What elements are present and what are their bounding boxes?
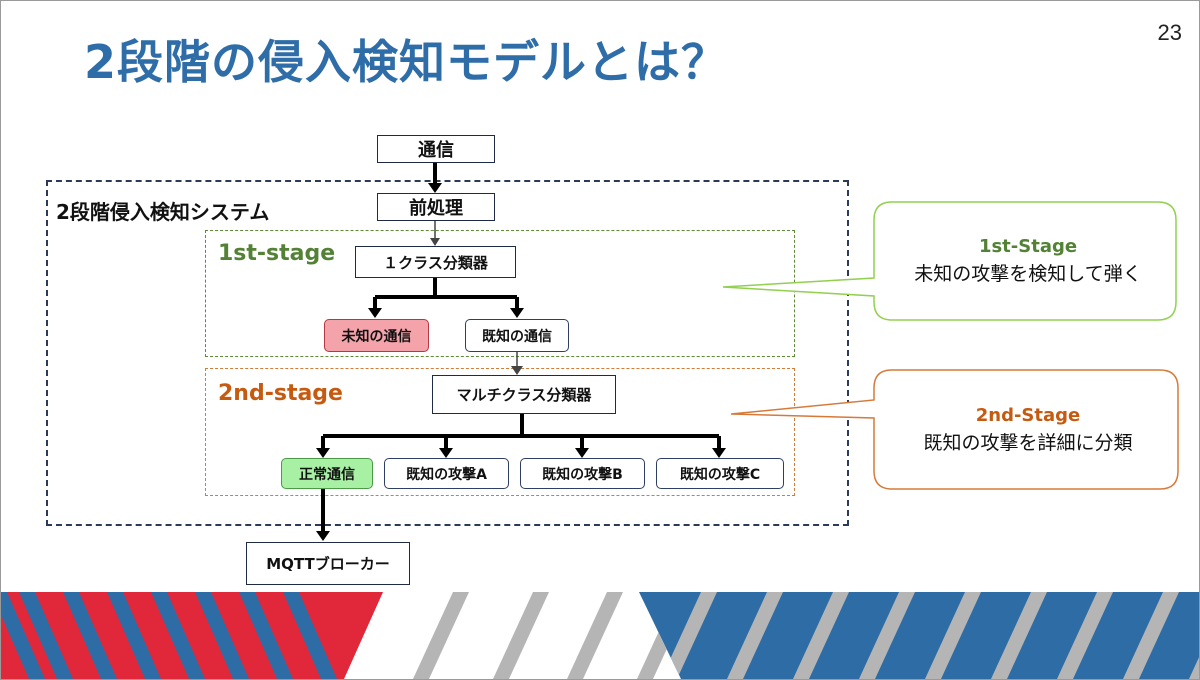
- node-known-attack-c: 既知の攻撃C: [656, 458, 784, 489]
- node-known-attack-a: 既知の攻撃A: [384, 458, 509, 489]
- system-boundary: [46, 180, 849, 526]
- node-mqtt-broker: MQTTブローカー: [246, 542, 410, 585]
- arrowhead-oneclass: [430, 238, 440, 246]
- stage1-label: 1st-stage: [218, 241, 336, 266]
- node-traffic: 通信: [377, 135, 495, 163]
- node-one-class-classifier: １クラス分類器: [355, 246, 516, 278]
- callout-1st-stage: 1st-Stage 未知の攻撃を検知して弾く: [878, 236, 1178, 286]
- stage1-boundary: [205, 230, 795, 357]
- node-preprocess: 前処理: [377, 193, 495, 221]
- callout-2nd-stage-heading: 2nd-Stage: [975, 405, 1081, 426]
- callout-2nd-stage-shape: [730, 369, 1179, 490]
- banner-blue-block: [639, 592, 1199, 679]
- banner-blue-stripes: [661, 592, 1199, 679]
- node-normal-traffic: 正常通信: [281, 458, 373, 489]
- decorative-banner: [1, 592, 1199, 679]
- callout-1st-stage-heading: 1st-Stage: [978, 236, 1078, 257]
- arrowhead-known: [510, 308, 524, 318]
- arrowhead-attack-c: [712, 448, 726, 458]
- callout-1st-stage-shape: [722, 201, 1177, 321]
- stage2-label: 2nd-stage: [218, 381, 343, 406]
- callout-1st-stage-body: 未知の攻撃を検知して弾く: [914, 263, 1142, 285]
- arrowhead-multiclass: [511, 366, 523, 375]
- node-unknown-traffic: 未知の通信: [324, 319, 429, 352]
- page-number: 23: [1157, 20, 1182, 45]
- arrowhead-normal: [316, 448, 330, 458]
- banner-red-stripes: [1, 592, 337, 679]
- arrowhead-attack-b: [575, 448, 589, 458]
- system-label: 2段階侵入検知システム: [56, 200, 270, 224]
- callout-2nd-stage-body: 既知の攻撃を詳細に分類: [923, 432, 1133, 454]
- slide-title: 2段階の侵入検知モデルとは？: [84, 35, 729, 89]
- node-multiclass-classifier: マルチクラス分類器: [432, 375, 616, 414]
- arrowhead-unknown: [368, 308, 382, 318]
- node-known-traffic: 既知の通信: [465, 319, 569, 352]
- node-known-attack-b: 既知の攻撃B: [520, 458, 645, 489]
- callout-2nd-stage: 2nd-Stage 既知の攻撃を詳細に分類: [878, 405, 1178, 455]
- stage2-boundary: [205, 368, 795, 496]
- banner-stripes: [1, 592, 1199, 679]
- arrowhead-preprocess: [428, 183, 442, 193]
- arrowhead-broker: [316, 531, 330, 541]
- arrowhead-attack-a: [439, 448, 453, 458]
